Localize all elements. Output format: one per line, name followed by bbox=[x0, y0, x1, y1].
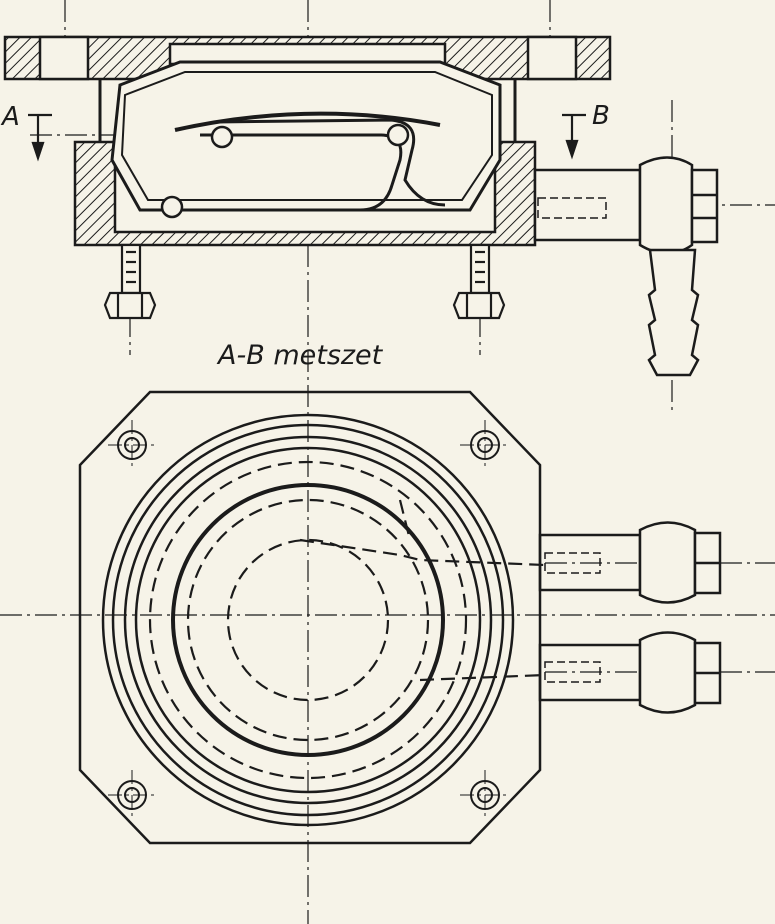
section-label-b: B bbox=[592, 101, 610, 131]
base-plate-outline bbox=[78, 390, 542, 845]
banjo-fitting bbox=[638, 156, 719, 377]
bolt-right bbox=[452, 243, 506, 320]
outlet-boss bbox=[533, 168, 642, 242]
hidden-coil bbox=[148, 460, 546, 780]
concentric-rings bbox=[101, 413, 515, 827]
flange-bolt-hole-left bbox=[38, 35, 90, 81]
plan-view bbox=[78, 390, 722, 845]
section-view bbox=[3, 35, 642, 247]
section-marker-a bbox=[28, 113, 52, 162]
section-label-a: A bbox=[0, 102, 20, 132]
flange-bolt-hole-right bbox=[526, 35, 578, 81]
hose-barb bbox=[647, 248, 700, 377]
section-caption: A-B metszet bbox=[216, 340, 384, 371]
bolt-left bbox=[103, 243, 157, 320]
pipe-fittings bbox=[638, 521, 722, 714]
outlet-pipes bbox=[538, 533, 642, 702]
section-marker-b bbox=[562, 113, 586, 160]
diaphragm-plate bbox=[174, 111, 441, 132]
